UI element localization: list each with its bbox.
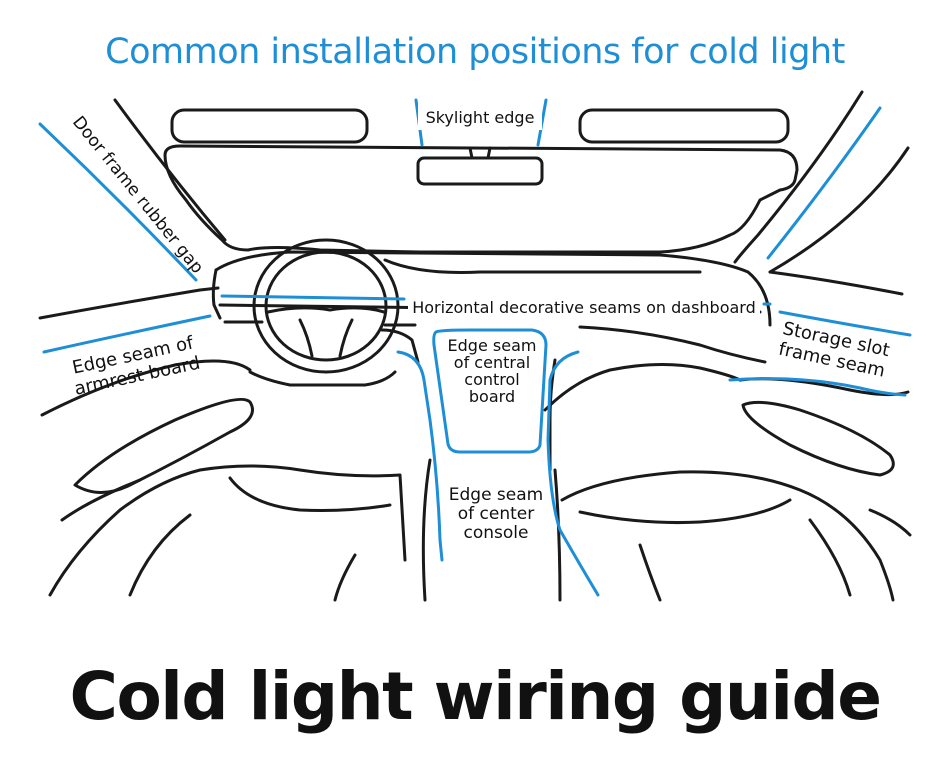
right-door-line [868,508,912,537]
right-dash-edge [578,325,767,364]
cold-light-lines [38,98,912,597]
dashboard-seam-light [220,294,772,306]
central-label-line-3: control [464,370,519,389]
guide-title: Cold light wiring guide [69,658,882,735]
left-seat-cushion [228,476,392,512]
steering-wheel-outer [252,238,400,374]
mirror-mount [468,146,492,160]
steering-column [248,370,397,387]
right-sun-visor [578,108,790,144]
door-frame-light [38,122,198,282]
diagram-labels: Skylight edge Door frame rubber gap Hori… [68,104,891,543]
left-seat-back [48,464,407,597]
central-label-line-1: Edge seam [448,336,537,355]
right-dash-lower [543,362,742,412]
left-seat-side [128,513,192,597]
center-console-label: Edge seam of center console [449,485,543,543]
page-title: Common installation positions for cold l… [105,32,845,72]
central-label-line-2: of central [454,353,530,372]
skylight-label-bg [418,104,542,130]
center-console-right [553,468,562,602]
central-control-board-light [432,328,548,454]
right-seat-side [808,518,852,597]
right-seat-back [560,470,895,602]
left-door-handle [73,397,254,494]
right-door-handle [741,400,895,477]
right-seat-edge [638,543,662,602]
center-console-left [421,458,432,602]
armrest-light [42,314,212,354]
left-window-sill [38,286,220,320]
steering-wheel-inner [264,250,388,362]
left-door-panel-top [40,359,252,417]
center-stack-left [380,328,420,364]
left-seat-edge [333,553,357,602]
dashboard-lower-line [223,320,417,327]
right-pillar-light [766,106,882,260]
skylight-label: Skylight edge [426,108,535,127]
right-window-sill [768,270,904,296]
central-board-label: Edge seam of central control board [448,336,537,406]
center-console-light-left [396,350,444,562]
dashboard-ridge [383,258,702,274]
console-label-line-1: Edge seam [449,485,543,505]
right-window-frame [768,146,910,274]
dashboard-left-edge [211,268,222,320]
windshield [163,144,799,254]
dashboard-top [214,250,772,327]
center-console-light-right [546,350,600,597]
steering-wheel-spokes [266,306,386,358]
storage-slot-light-top [778,310,912,337]
rear-view-mirror [416,156,544,186]
left-sun-visor [170,108,369,144]
central-label-line-4: board [469,387,515,406]
right-a-pillar [733,90,864,264]
storage-slot-light-bottom [728,377,907,397]
left-door-line [60,478,142,522]
dashboard-label-bg [408,296,760,320]
console-label-line-2: of center [458,504,534,524]
right-seat-cushion [578,498,792,525]
left-a-pillar [113,98,227,242]
dashboard-label: Horizontal decorative seams on dashboard [412,298,756,317]
console-label-line-3: console [464,523,529,543]
